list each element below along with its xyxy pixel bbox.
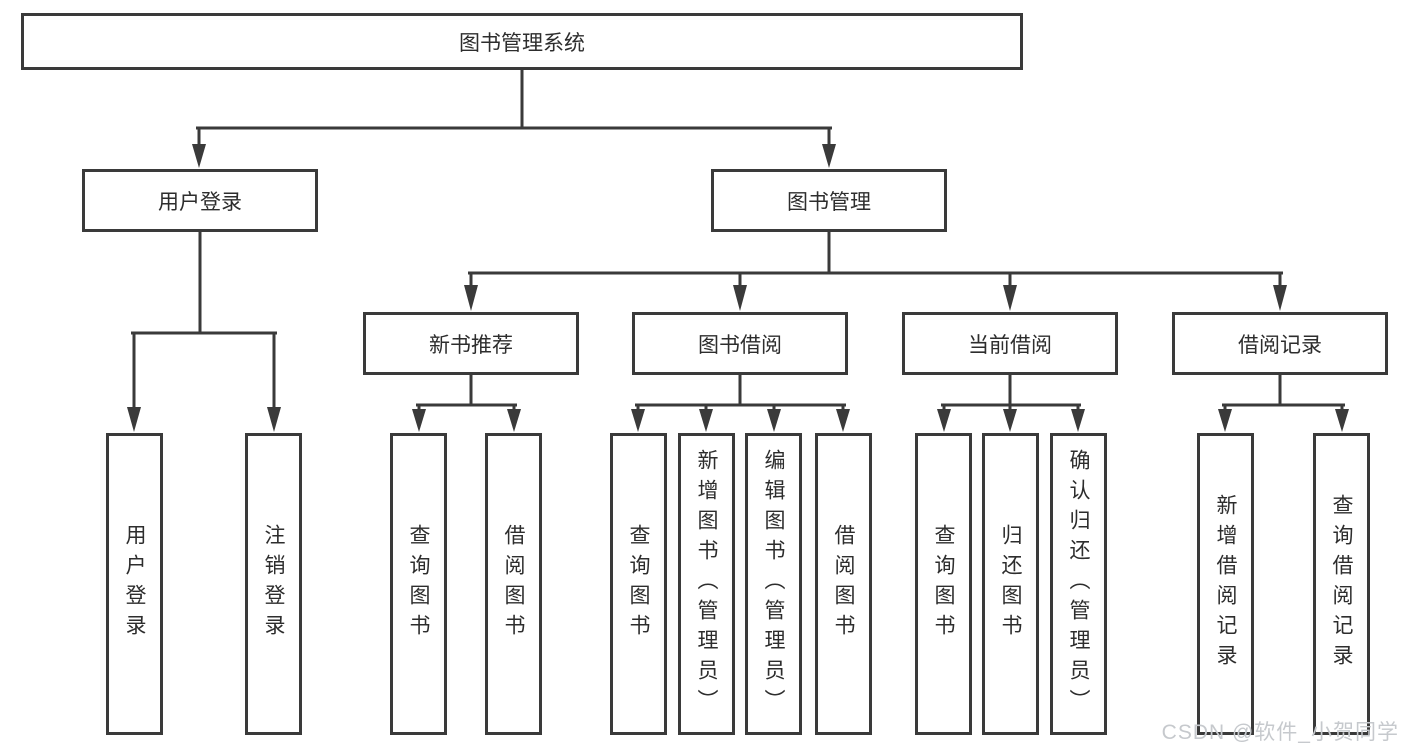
connector-new-book-recommend [416,373,517,413]
leaf-label: 新增图书（管理员） [695,449,718,719]
arrow-down-icon [1003,409,1017,432]
leaf-label: 查询借阅记录 [1330,494,1353,674]
node-label: 借阅记录 [1238,333,1322,357]
node-borrow-records: 借阅记录 [1172,312,1388,375]
leaf-add-books-admin: 新增图书（管理员） [678,433,735,735]
arrow-down-icon [836,409,850,432]
arrow-down-icon [631,409,645,432]
arrow-down-icon [1071,409,1085,432]
leaf-query-books: 查询图书 [390,433,447,735]
arrow-down-icon [412,409,426,432]
leaf-query-borrow-record: 查询借阅记录 [1313,433,1370,735]
arrow-down-icon [1273,285,1287,311]
arrow-down-icon [267,407,281,432]
arrow-down-icon [1218,409,1232,432]
arrow-down-icon [127,407,141,432]
node-library-management-system: 图书管理系统 [21,13,1023,70]
node-book-management: 图书管理 [711,169,947,232]
arrow-down-icon [699,409,713,432]
leaf-return-books: 归还图书 [982,433,1039,735]
leaf-borrow-books: 借阅图书 [485,433,542,735]
leaf-confirm-return-admin: 确认归还（管理员） [1050,433,1107,735]
node-label: 新书推荐 [429,333,513,357]
leaf-label: 查询图书 [627,524,650,644]
leaf-add-borrow-record: 新增借阅记录 [1197,433,1254,735]
node-new-book-recommend: 新书推荐 [363,312,579,375]
arrow-down-icon [767,409,781,432]
leaf-label: 新增借阅记录 [1214,494,1237,674]
arrow-down-icon [507,409,521,432]
node-label: 图书管理 [787,190,871,214]
leaf-borrow-books: 借阅图书 [815,433,872,735]
watermark: CSDN @软件_小贺同学 [1161,721,1399,744]
leaf-edit-books-admin: 编辑图书（管理员） [745,433,802,735]
node-book-borrow: 图书借阅 [632,312,848,375]
connector-user-login [131,230,277,411]
connector-book-management [468,230,1283,289]
leaf-label: 借阅图书 [502,524,525,644]
node-current-borrow: 当前借阅 [902,312,1118,375]
leaf-label: 归还图书 [999,524,1022,644]
arrow-down-icon [1003,285,1017,311]
leaf-label: 查询图书 [932,524,955,644]
arrow-down-icon [822,144,836,168]
arrow-down-icon [464,285,478,311]
connector-root [196,68,832,148]
leaf-query-books: 查询图书 [915,433,972,735]
arrow-down-icon [733,285,747,311]
leaf-label: 注销登录 [262,524,285,644]
node-label: 图书借阅 [698,333,782,357]
leaf-user-login: 用户登录 [106,433,163,735]
leaf-label: 用户登录 [123,524,146,644]
arrow-down-icon [192,144,206,168]
node-user-login: 用户登录 [82,169,318,232]
node-label: 当前借阅 [968,333,1052,357]
node-label: 图书管理系统 [459,31,585,55]
connector-current-borrow [941,373,1081,413]
leaf-label: 编辑图书（管理员） [762,449,785,719]
leaf-label: 借阅图书 [832,524,855,644]
arrow-down-icon [937,409,951,432]
leaf-logout: 注销登录 [245,433,302,735]
leaf-query-books: 查询图书 [610,433,667,735]
leaf-label: 查询图书 [407,524,430,644]
connector-book-borrow [635,373,846,413]
connector-borrow-records [1222,373,1345,413]
node-label: 用户登录 [158,190,242,214]
leaf-label: 确认归还（管理员） [1067,449,1090,719]
arrow-down-icon [1335,409,1349,432]
